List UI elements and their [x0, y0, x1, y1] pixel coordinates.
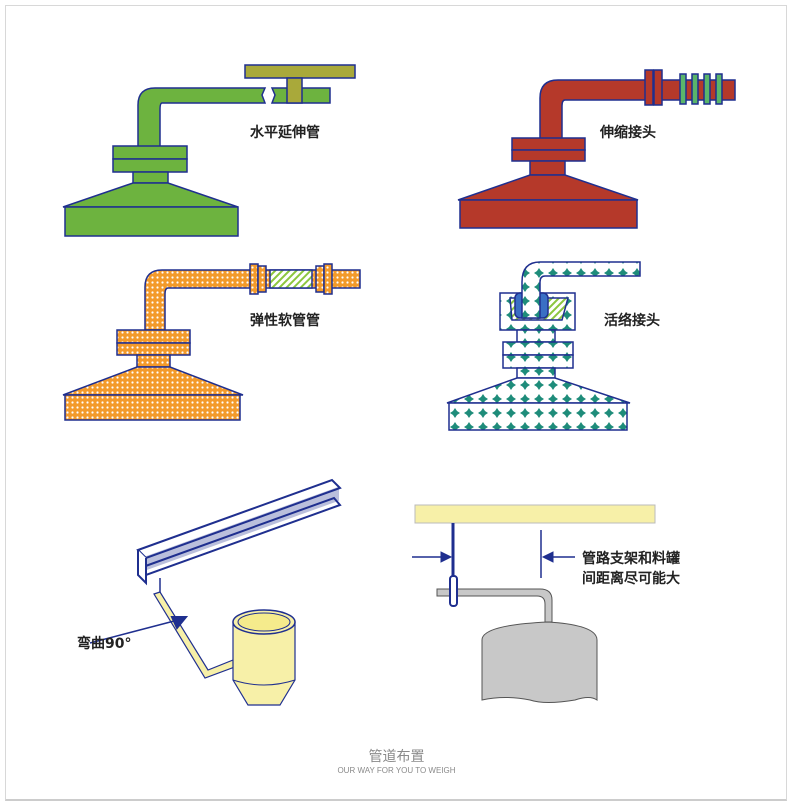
- label-expansion-joint: 伸缩接头: [600, 125, 656, 141]
- horizontal-extension-pipe-figure: [62, 64, 356, 237]
- flexible-hose-figure: [62, 263, 361, 421]
- loose-joint-figure: [446, 261, 641, 431]
- expansion-joint-figure: [457, 69, 736, 229]
- label-horizontal-extension: 水平延伸管: [250, 125, 320, 141]
- diagram-frame: [5, 5, 787, 801]
- label-flexible-hose: 弹性软管管: [250, 313, 320, 329]
- footer-title: 管道布置: [368, 749, 425, 765]
- ibeam-hopper-figure: [89, 478, 342, 706]
- footer-subtitle: OUR WAY FOR YOU TO WEIGH: [337, 766, 456, 775]
- label-distance-line2: 间距离尽可能大: [582, 571, 680, 587]
- label-distance-line1: 管路支架和料罐: [582, 551, 680, 567]
- label-loose-joint: 活络接头: [604, 313, 660, 329]
- support-distance-figure: [412, 504, 656, 703]
- label-bend-90: 弯曲90°: [77, 636, 132, 652]
